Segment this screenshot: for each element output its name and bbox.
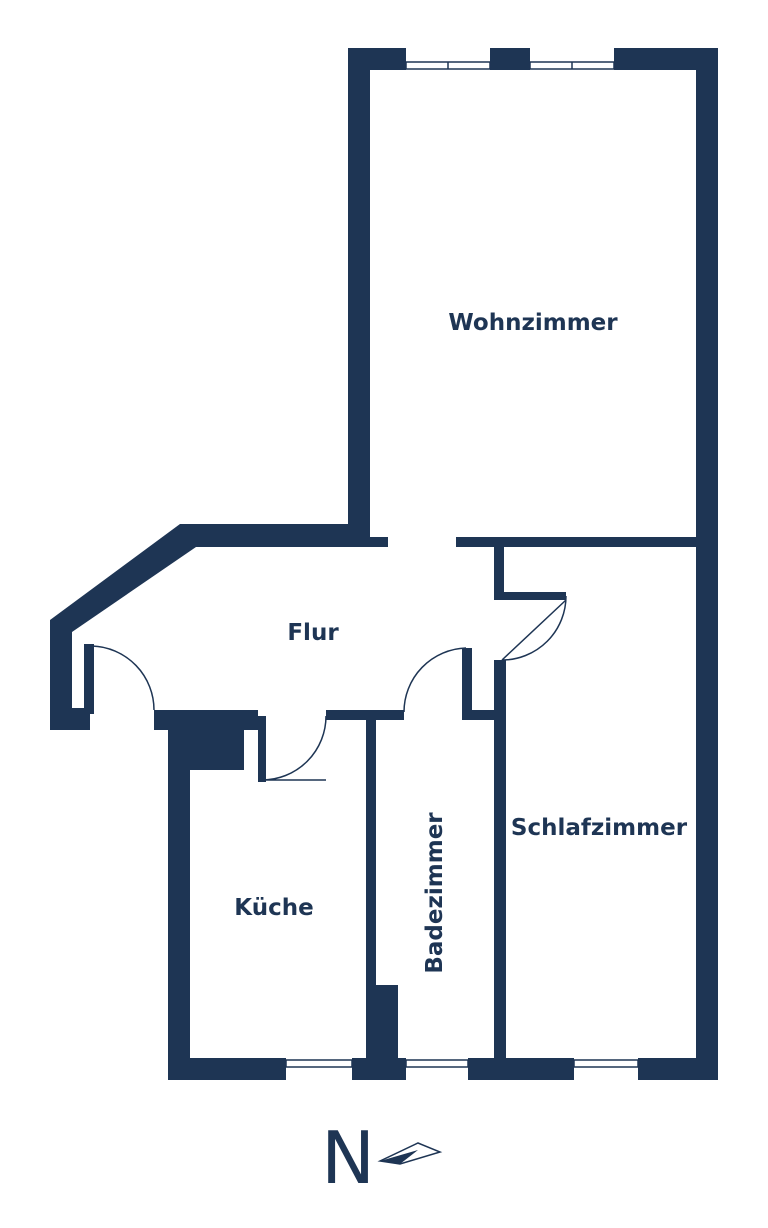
wall-living-east xyxy=(696,48,718,1080)
wall-kitchen-west xyxy=(168,710,190,1080)
label-bedroom: Schlafzimmer xyxy=(511,815,688,841)
wall-living-north-3 xyxy=(614,48,718,70)
wall-bath-bedroom xyxy=(494,660,506,1080)
bath-shaft xyxy=(366,985,398,1058)
walls xyxy=(50,48,718,1080)
wall-south-1 xyxy=(168,1058,286,1080)
door-bath xyxy=(403,647,467,713)
wall-south-4 xyxy=(638,1058,718,1080)
label-hall: Flur xyxy=(287,620,339,646)
window-kitchen xyxy=(285,1059,353,1068)
wall-hall-west xyxy=(50,524,370,730)
wall-living-west xyxy=(348,48,370,546)
label-kitchen: Küche xyxy=(234,895,313,921)
wall-living-north-1 xyxy=(348,48,406,70)
window-living-2 xyxy=(529,61,615,70)
door-kitchen xyxy=(261,715,327,781)
windows xyxy=(285,61,639,1068)
wall-kitchen-bath xyxy=(366,716,376,1080)
wall-kitchen-door-jamb xyxy=(258,716,266,782)
door-bedroom xyxy=(501,595,567,661)
window-bath xyxy=(405,1059,469,1068)
wall-living-north-2 xyxy=(490,48,530,70)
wall-hall-stub-bath xyxy=(462,648,472,720)
wall-kitchen-chimney xyxy=(168,710,244,770)
wall-bedroom-door-head xyxy=(494,592,566,600)
window-bedroom xyxy=(573,1059,639,1068)
wall-south-3 xyxy=(468,1058,574,1080)
window-living-1 xyxy=(405,61,491,70)
wall-hall-south-2 xyxy=(326,710,404,720)
wall-hall-west-stub xyxy=(84,644,94,714)
wall-bedroom-door-jamb xyxy=(494,547,504,593)
label-living: Wohnzimmer xyxy=(448,310,618,336)
north-arrow-icon xyxy=(377,1142,443,1165)
wall-living-bedroom xyxy=(456,537,696,547)
doors xyxy=(91,595,567,781)
north-compass: N xyxy=(321,1116,443,1200)
wall-hall-south-3 xyxy=(466,710,506,720)
wall-south-2 xyxy=(352,1058,406,1080)
north-letter: N xyxy=(321,1116,375,1200)
label-bathroom: Badezimmer xyxy=(422,812,448,974)
door-entrance xyxy=(91,645,155,711)
